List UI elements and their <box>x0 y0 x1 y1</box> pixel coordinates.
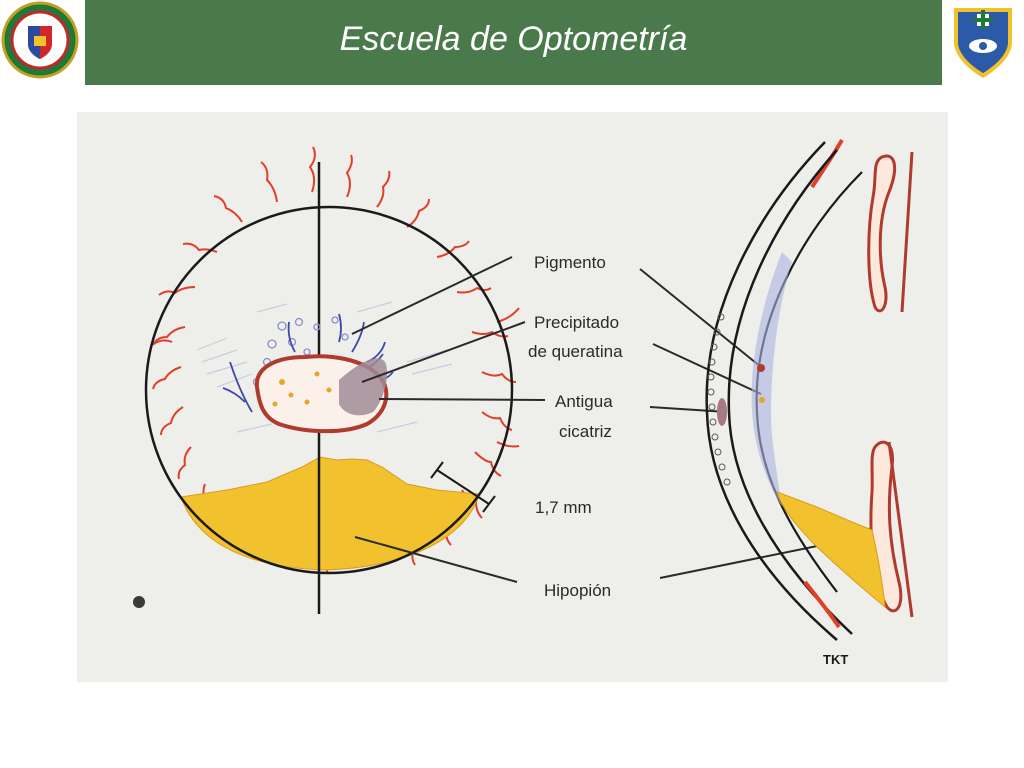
iris-bottom-line <box>887 441 914 618</box>
label-antigua-1: Antigua <box>555 392 613 411</box>
conjunctiva-top <box>810 138 844 189</box>
pigment-dot <box>757 364 765 372</box>
left-logo <box>0 0 85 85</box>
right-logo <box>942 0 1024 85</box>
measure-marker <box>430 461 496 513</box>
cross-section-view: TKT <box>705 138 914 667</box>
page-title: Escuela de Optometría <box>339 20 688 58</box>
keratitis-diagram: Pigmento Precipitado de queratina Antigu… <box>77 112 948 682</box>
label-measure: 1,7 mm <box>535 498 592 517</box>
frontal-eye-view <box>133 146 520 614</box>
cornea-outer <box>705 141 838 641</box>
hypopyon-section <box>776 491 886 609</box>
iris-top <box>867 154 897 313</box>
precipitate-dot <box>759 397 765 403</box>
conjunctiva-bottom <box>803 580 841 629</box>
cornea-inner <box>727 149 853 635</box>
scar-section <box>717 398 727 426</box>
old-scar <box>339 358 388 416</box>
perilimbal-vessels <box>152 146 520 573</box>
university-seal-icon <box>1 1 79 79</box>
yellow-precipitate-dots <box>272 371 332 407</box>
optometry-shield-icon <box>954 8 1012 78</box>
label-pigmento: Pigmento <box>534 253 606 272</box>
iris-top-line <box>900 151 914 313</box>
cornea-outline <box>144 205 514 575</box>
label-precipitado-1: Precipitado <box>534 313 619 332</box>
stray-mark <box>133 596 145 608</box>
label-antigua-2: cicatriz <box>559 422 612 441</box>
label-hipopion: Hipopión <box>544 581 611 600</box>
leader-lines <box>351 256 838 583</box>
stroma-edema <box>751 252 792 507</box>
label-precipitado-2: de queratina <box>528 342 623 361</box>
artist-signature: TKT <box>823 652 848 667</box>
stromal-haze <box>196 301 453 433</box>
diagram-svg: Pigmento Precipitado de queratina Antigu… <box>133 138 914 667</box>
header-bar: Escuela de Optometría <box>85 0 942 85</box>
epithelial-bullae <box>707 313 731 486</box>
